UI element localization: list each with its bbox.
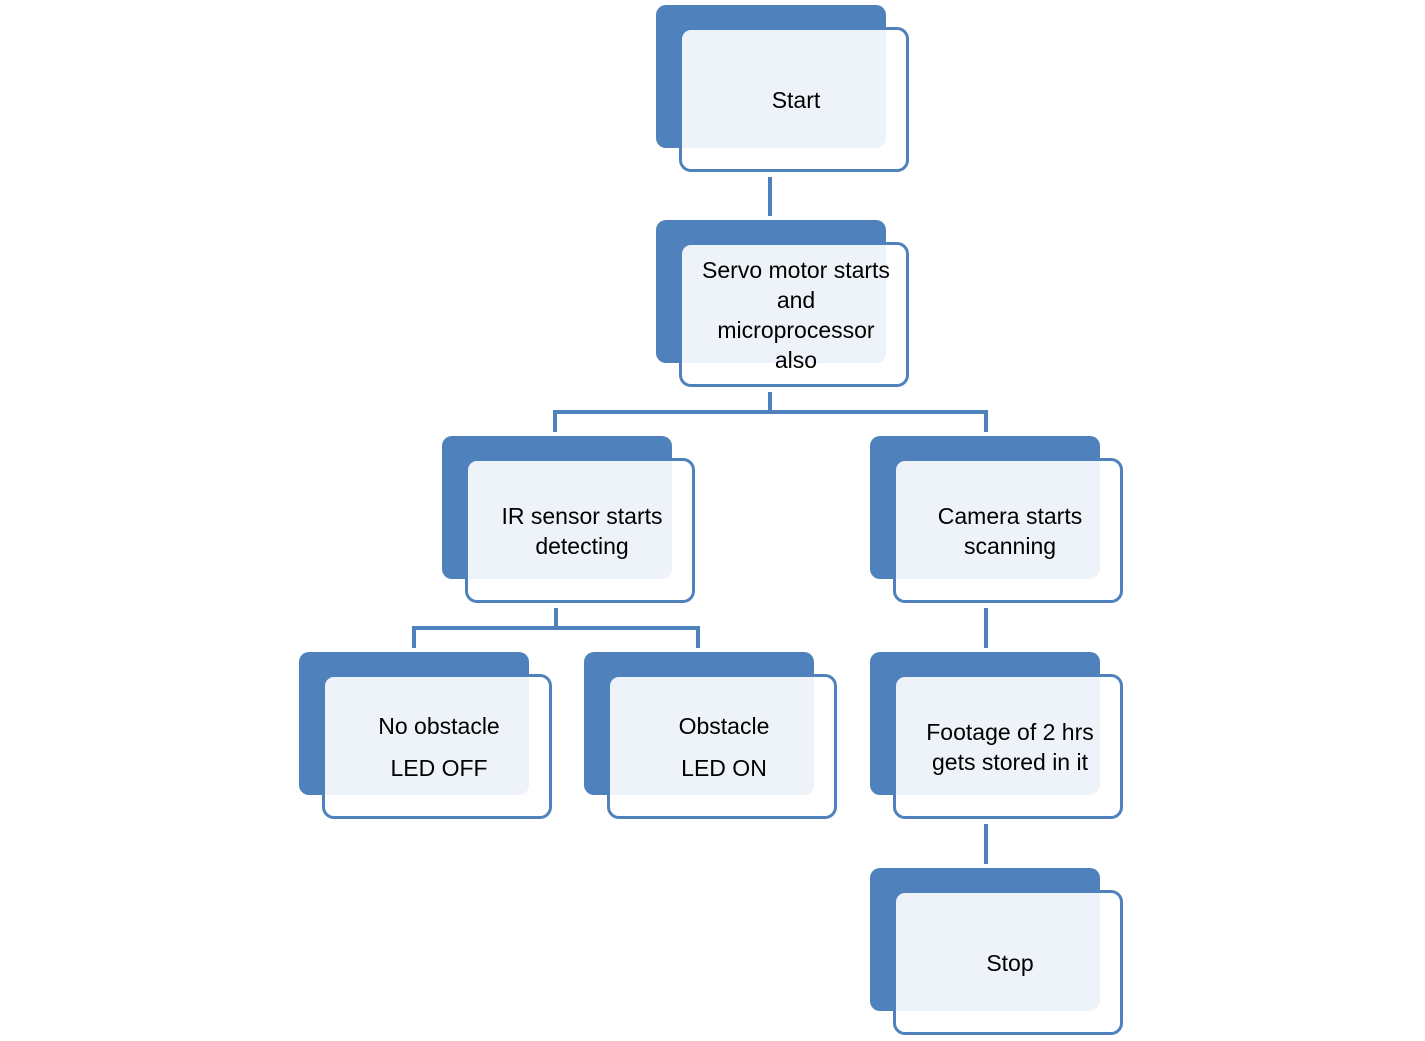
node-ir-sensor-text-line-1: IR sensor starts <box>501 503 663 529</box>
node-start-box <box>679 27 909 172</box>
node-servo-text-line-3: microprocessor <box>717 317 875 343</box>
node-servo-box <box>679 242 909 387</box>
node-footage-text-line-1: Footage of 2 hrs <box>926 719 1094 745</box>
node-servo-label: Servo motor starts and microprocessor al… <box>686 248 906 382</box>
node-no-obstacle-box <box>322 674 552 819</box>
node-stop-text: Stop <box>986 950 1034 976</box>
node-ir-sensor: IR sensor starts detecting <box>442 436 700 608</box>
node-camera: Camera starts scanning <box>870 436 1128 608</box>
node-servo-text-line-1: Servo motor starts <box>702 257 890 283</box>
node-footage-text-line-2: gets stored in it <box>932 749 1088 775</box>
node-obstacle-box <box>607 674 837 819</box>
node-no-obstacle: No obstacle LED OFF <box>299 652 557 824</box>
node-footage-box <box>893 674 1123 819</box>
node-start: Start <box>656 5 914 177</box>
node-ir-sensor-label: IR sensor starts detecting <box>472 464 692 598</box>
node-ir-sensor-text-line-2: detecting <box>535 533 629 559</box>
node-obstacle-label: Obstacle LED ON <box>614 680 834 814</box>
node-stop: Stop <box>870 868 1128 1040</box>
node-servo-text-line-2: and <box>776 287 816 313</box>
node-ir-sensor-box <box>465 458 695 603</box>
node-camera-label: Camera starts scanning <box>900 464 1120 598</box>
node-footage: Footage of 2 hrs gets stored in it <box>870 652 1128 824</box>
node-stop-box <box>893 890 1123 1035</box>
node-no-obstacle-text-line-1: No obstacle <box>378 713 500 739</box>
node-obstacle-text-line-1: Obstacle <box>678 713 770 739</box>
node-no-obstacle-label: No obstacle LED OFF <box>329 680 549 814</box>
node-start-text: Start <box>771 87 821 113</box>
node-obstacle: Obstacle LED ON <box>584 652 842 824</box>
node-no-obstacle-text-line-2: LED OFF <box>390 755 488 781</box>
node-camera-box <box>893 458 1123 603</box>
node-servo: Servo motor starts and microprocessor al… <box>656 220 914 392</box>
node-obstacle-text-line-2: LED ON <box>681 755 767 781</box>
node-start-label: Start <box>686 33 906 167</box>
node-footage-label: Footage of 2 hrs gets stored in it <box>900 680 1120 814</box>
node-camera-text-line-2: scanning <box>963 533 1057 559</box>
node-stop-label: Stop <box>900 896 1120 1030</box>
node-camera-text-line-1: Camera starts <box>937 503 1083 529</box>
node-servo-text-line-4: also <box>774 347 818 373</box>
